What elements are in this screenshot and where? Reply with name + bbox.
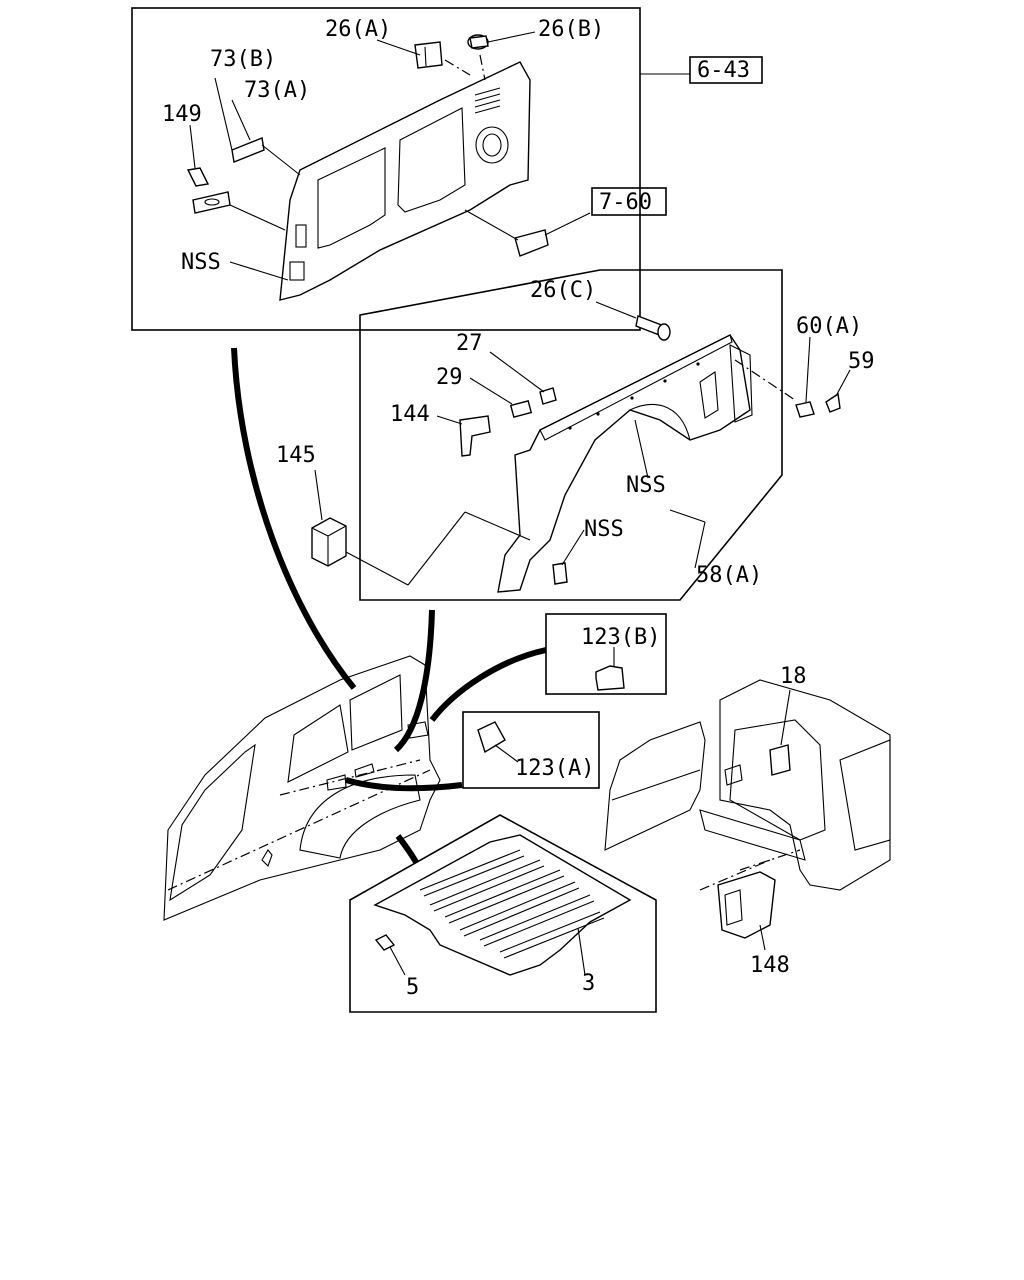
- label-59: 59: [848, 349, 875, 374]
- label-58a: 58(A): [696, 563, 762, 588]
- mat-clip-5: [374, 934, 396, 951]
- label-26c: 26(C): [530, 278, 596, 303]
- floor-mat-group: 5 3: [349, 814, 657, 1013]
- lower-quarter-trim-panel: [497, 334, 751, 593]
- speaker-center: [482, 133, 502, 157]
- label-145: 145: [276, 443, 316, 468]
- floor-mat-box: [349, 814, 657, 1013]
- label-73a: 73(A): [244, 78, 310, 103]
- upper-trim-box: [131, 7, 641, 331]
- label-26a: 26(A): [325, 17, 391, 42]
- upper-trim-window-right: [397, 107, 466, 213]
- lower-trim-group: 26(C) 27 29 144 60(A) 59 145 NSS NSS 58(…: [276, 269, 875, 601]
- vehicle-side-view: [163, 655, 441, 921]
- label-73b: 73(B): [210, 47, 276, 72]
- rail-holes: [568, 362, 700, 430]
- lower-trim-box: [359, 269, 783, 601]
- part-123b-group: 123(B): [545, 613, 667, 695]
- panel-18: [769, 744, 791, 776]
- part-123b: [595, 665, 625, 691]
- screw-60a: [795, 401, 815, 418]
- label-123a: 123(A): [515, 756, 594, 781]
- label-26b: 26(B): [538, 17, 604, 42]
- label-144: 144: [390, 402, 430, 427]
- bracket-144: [459, 415, 491, 457]
- label-18: 18: [780, 664, 807, 689]
- floor-mat-3: [373, 834, 632, 976]
- part-123a-box: [462, 711, 600, 789]
- ref-box-6-43: [689, 56, 763, 84]
- ref-label-6-43: 6-43: [697, 58, 750, 83]
- connector-upper-to-vehicle: [231, 347, 357, 690]
- vent-grille: [474, 87, 501, 114]
- part-123a: [477, 721, 506, 754]
- mat-grooves: [419, 849, 605, 959]
- part-123a-group: 123(A): [462, 711, 600, 789]
- speaker-ring: [475, 126, 509, 164]
- connector-floor: [395, 834, 419, 864]
- label-3: 3: [582, 971, 595, 996]
- label-123b: 123(B): [581, 625, 660, 650]
- clip-59: [825, 392, 841, 413]
- upper-quarter-trim-panel: [279, 61, 531, 301]
- label-27: 27: [456, 331, 483, 356]
- pad-145: [311, 517, 347, 567]
- plate-73b: [192, 191, 231, 214]
- label-nss-mid1: NSS: [626, 473, 666, 498]
- part-123b-box: [545, 613, 667, 695]
- clip-29: [509, 400, 533, 418]
- label-149: 149: [162, 102, 202, 127]
- connector-lower-to-vehicle: [393, 609, 435, 753]
- upper-trim-window-left: [317, 147, 386, 249]
- screw-149: [186, 167, 210, 187]
- trim-piece-7-60: [514, 229, 549, 257]
- label-148: 148: [750, 953, 790, 978]
- clip-26a: [414, 41, 443, 69]
- vehicle-rear-view: 18 148: [604, 664, 891, 978]
- connector-123b: [429, 647, 547, 722]
- small-bracket-nss: [552, 562, 568, 585]
- bracket-73a: [231, 137, 265, 163]
- label-60a: 60(A): [796, 314, 862, 339]
- ref-label-7-60: 7-60: [599, 190, 652, 215]
- panel-148: [717, 871, 776, 939]
- label-29: 29: [436, 365, 463, 390]
- label-5: 5: [406, 975, 419, 1000]
- ref-box-7-60: [591, 187, 667, 216]
- label-nss-top: NSS: [181, 250, 221, 275]
- label-nss-mid2: NSS: [584, 517, 624, 542]
- upper-trim-group: 26(A) 26(B) 6-43 73(B) 73(A) 149 7-60 NS…: [131, 7, 763, 331]
